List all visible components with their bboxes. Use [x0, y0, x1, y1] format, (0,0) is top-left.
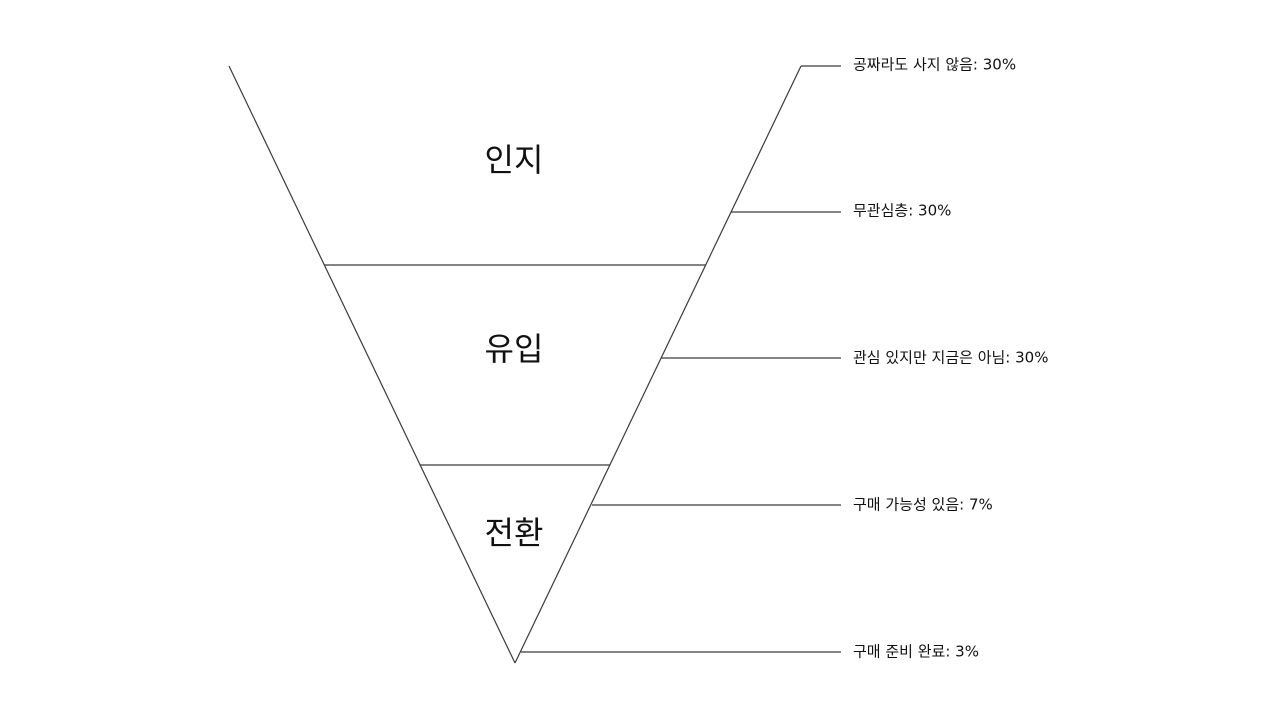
- stage-label-conversion: 전환: [484, 514, 544, 552]
- funnel-left-edge: [228, 65, 516, 664]
- annotation-indifferent: 무관심층: 30%: [853, 201, 952, 220]
- annotation-interested-not-now: 관심 있지만 지금은 아님: 30%: [853, 348, 1049, 367]
- funnel-right-edge: [514, 65, 802, 664]
- annotation-won't-buy-even-free: 공짜라도 사지 않음: 30%: [853, 55, 1017, 74]
- annotation-ready-to-buy: 구매 준비 완료: 3%: [853, 642, 979, 661]
- annotation-likely-to-buy: 구매 가능성 있음: 7%: [853, 495, 993, 514]
- stage-label-inflow: 유입: [484, 330, 544, 368]
- stage-label-awareness: 인지: [484, 141, 544, 179]
